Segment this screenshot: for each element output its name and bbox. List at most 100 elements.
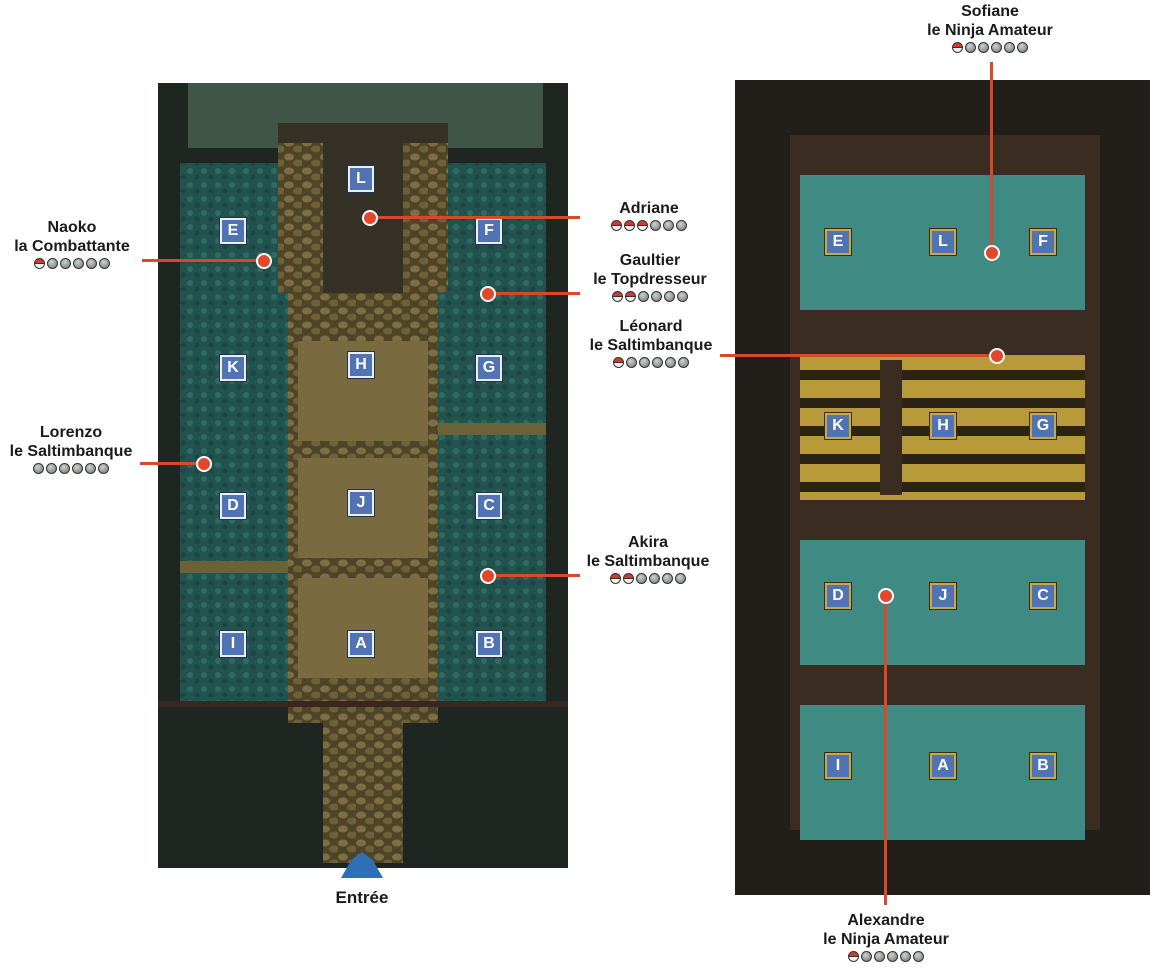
pokeball-red-icon	[625, 291, 636, 302]
pokeball-grey-icon	[664, 291, 675, 302]
pokeball-grey-icon	[47, 258, 58, 269]
pokeball-grey-icon	[675, 573, 686, 584]
pokeball-grey-icon	[900, 951, 911, 962]
right-map: E L F K H G D J C I A B	[735, 80, 1150, 895]
pokeball-red-icon	[610, 573, 621, 584]
pokeball-grey-icon	[965, 42, 976, 53]
trainer-title: le Saltimbanque	[586, 553, 710, 570]
connector-leonard	[720, 354, 998, 357]
pokeball-grey-icon	[978, 42, 989, 53]
pokeball-grey-icon	[638, 291, 649, 302]
tile-g-right: G	[1029, 412, 1057, 440]
pokeball-grey-icon	[913, 951, 924, 962]
pokeball-grey-icon	[46, 463, 57, 474]
team-balls	[0, 463, 142, 474]
pokeball-grey-icon	[662, 573, 673, 584]
tile-d-right: D	[824, 582, 852, 610]
left-map: L E F K H G D J C I A B	[158, 83, 568, 868]
marker-gaultier	[480, 286, 496, 302]
marker-sofiane	[984, 245, 1000, 261]
tile-l: L	[347, 165, 375, 193]
tile-j: J	[347, 489, 375, 517]
trainer-title: le Saltimbanque	[589, 337, 713, 354]
pokeball-grey-icon	[99, 258, 110, 269]
marker-naoko	[256, 253, 272, 269]
pokeball-grey-icon	[652, 357, 663, 368]
marker-leonard	[989, 348, 1005, 364]
trainer-label: Gaultier le Topdresseur	[584, 251, 716, 302]
tile-j-right: J	[929, 582, 957, 610]
tile-k: K	[219, 354, 247, 382]
pokeball-grey-icon	[85, 463, 96, 474]
tile-b-right: B	[1029, 752, 1057, 780]
trainer-label: Sofiane le Ninja Amateur	[912, 2, 1068, 53]
pokeball-red-icon	[624, 220, 635, 231]
tile-e: E	[219, 217, 247, 245]
tile-l-right: L	[929, 228, 957, 256]
connector-akira	[488, 574, 580, 577]
trainer-title: le Topdresseur	[593, 271, 707, 288]
connector-naoko	[142, 259, 264, 262]
pokeball-grey-icon	[1004, 42, 1015, 53]
pokeball-grey-icon	[73, 258, 84, 269]
connector-alexandre	[884, 595, 887, 905]
trainer-name: Lorenzo	[39, 424, 103, 441]
trainer-name: Sofiane	[961, 3, 1019, 20]
tile-i: I	[219, 630, 247, 658]
pokeball-red-icon	[848, 951, 859, 962]
trainer-label: Léonard le Saltimbanque	[578, 317, 724, 368]
pokeball-red-icon	[612, 291, 623, 302]
trainer-name: Akira	[627, 534, 669, 551]
team-balls	[590, 220, 708, 231]
connector-adriane	[370, 216, 580, 219]
pokeball-red-icon	[34, 258, 45, 269]
pokeball-grey-icon	[651, 291, 662, 302]
trainer-label: Naoko la Combattante	[14, 218, 130, 269]
pokeball-grey-icon	[861, 951, 872, 962]
team-balls	[912, 42, 1068, 53]
trainer-title: le Ninja Amateur	[823, 931, 949, 948]
trainer-label: Lorenzo le Saltimbanque	[0, 423, 142, 474]
marker-adriane	[362, 210, 378, 226]
pokeball-grey-icon	[887, 951, 898, 962]
left-map-terrain	[158, 83, 568, 868]
pokeball-grey-icon	[98, 463, 109, 474]
trainer-name: Gaultier	[619, 252, 681, 269]
pokeball-grey-icon	[72, 463, 83, 474]
pokeball-grey-icon	[60, 258, 71, 269]
pokeball-grey-icon	[665, 357, 676, 368]
pokeball-grey-icon	[636, 573, 647, 584]
tile-b: B	[475, 630, 503, 658]
team-balls	[576, 573, 720, 584]
trainer-label: Adriane	[590, 199, 708, 231]
pokeball-grey-icon	[676, 220, 687, 231]
tile-a: A	[347, 630, 375, 658]
team-balls	[14, 258, 130, 269]
tile-h-right: H	[929, 412, 957, 440]
trainer-label: Alexandre le Ninja Amateur	[808, 911, 964, 962]
pokeball-grey-icon	[1017, 42, 1028, 53]
pokeball-grey-icon	[33, 463, 44, 474]
pokeball-red-icon	[952, 42, 963, 53]
pokeball-grey-icon	[639, 357, 650, 368]
tile-i-right: I	[824, 752, 852, 780]
pokeball-red-icon	[623, 573, 634, 584]
marker-lorenzo	[196, 456, 212, 472]
pokeball-grey-icon	[663, 220, 674, 231]
trainer-title: le Saltimbanque	[9, 443, 133, 460]
connector-gaultier	[488, 292, 580, 295]
tile-g: G	[475, 354, 503, 382]
pokeball-grey-icon	[874, 951, 885, 962]
tile-c: C	[475, 492, 503, 520]
pokeball-grey-icon	[677, 291, 688, 302]
tile-a-right: A	[929, 752, 957, 780]
marker-akira	[480, 568, 496, 584]
tile-c-right: C	[1029, 582, 1057, 610]
pokeball-grey-icon	[59, 463, 70, 474]
connector-sofiane	[990, 62, 993, 252]
tile-h: H	[347, 351, 375, 379]
team-balls	[578, 357, 724, 368]
tile-f: F	[475, 217, 503, 245]
pokeball-grey-icon	[991, 42, 1002, 53]
pokeball-grey-icon	[86, 258, 97, 269]
